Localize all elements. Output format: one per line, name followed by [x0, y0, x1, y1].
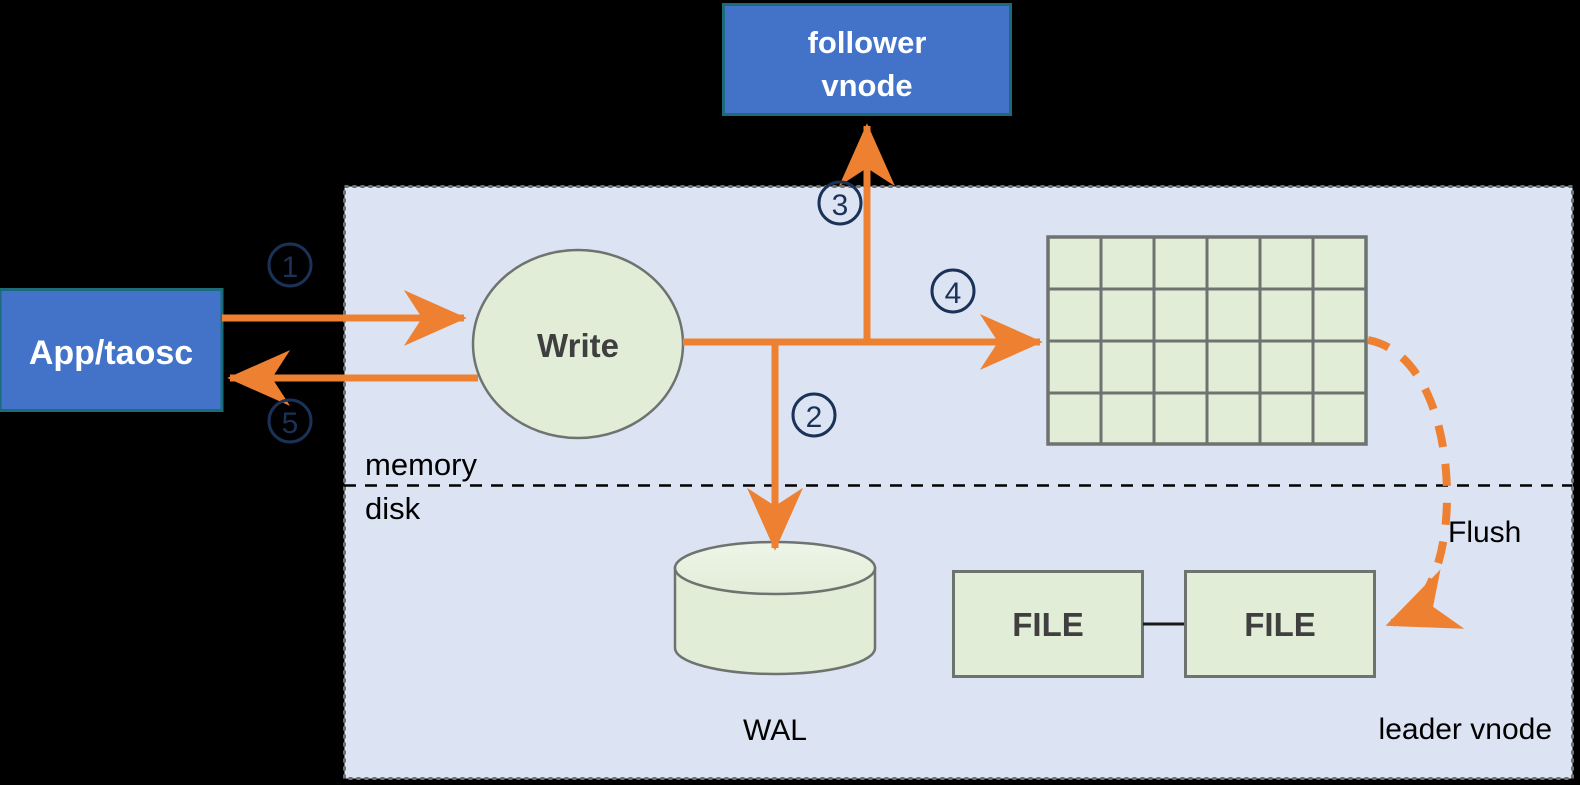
- step-marker-2: 2: [791, 392, 837, 438]
- step-marker-4: 4: [930, 268, 976, 314]
- step-1-circle: [267, 242, 313, 288]
- node-wal[interactable]: WAL: [673, 540, 877, 747]
- memory-label: memory: [365, 447, 477, 482]
- step-2-number: 2: [806, 401, 823, 434]
- app-taosc-box: [0, 288, 224, 412]
- file-right-box: [1184, 570, 1376, 678]
- step-2-circle: [791, 392, 837, 438]
- disk-label: disk: [365, 491, 421, 526]
- step-3-circle: [817, 180, 863, 226]
- node-file-left[interactable]: FILE: [952, 570, 1144, 678]
- flush-dashed-arrow: [1367, 336, 1465, 629]
- node-follower-vnode[interactable]: follower vnode: [722, 3, 1012, 116]
- file-left-box: [952, 570, 1144, 678]
- app-taosc-label: App/taosc: [29, 334, 193, 372]
- step-4-circle: [930, 268, 976, 314]
- node-app-taosc[interactable]: App/taosc: [0, 288, 224, 412]
- file-left-label: FILE: [1012, 606, 1084, 643]
- flush-label: Flush: [1448, 516, 1521, 549]
- step-marker-3: 3: [817, 180, 863, 226]
- wal-cylinder-top: [673, 540, 877, 596]
- step-5-number: 5: [282, 407, 299, 440]
- write-label: Write: [537, 327, 619, 364]
- step-marker-1: 1: [267, 242, 313, 288]
- node-memtable-grid[interactable]: [1046, 235, 1368, 446]
- wal-cylinder-body: [673, 566, 877, 676]
- follower-vnode-label-line1: follower: [808, 25, 927, 60]
- step-1-number: 1: [282, 251, 299, 284]
- step-4-number: 4: [945, 277, 962, 310]
- file-right-label: FILE: [1244, 606, 1316, 643]
- node-file-right[interactable]: FILE: [1184, 570, 1376, 678]
- wal-label: WAL: [743, 714, 807, 747]
- node-write[interactable]: Write: [471, 248, 685, 440]
- step-3-number: 3: [832, 189, 849, 222]
- step-marker-5: 5: [267, 398, 313, 444]
- follower-vnode-label-line2: vnode: [821, 68, 912, 103]
- leader-vnode-label: leader vnode: [1379, 713, 1552, 746]
- follower-vnode-box: [722, 3, 1012, 116]
- step-5-circle: [267, 398, 313, 444]
- flow-flush-memtable-to-file: Flush: [1367, 336, 1521, 629]
